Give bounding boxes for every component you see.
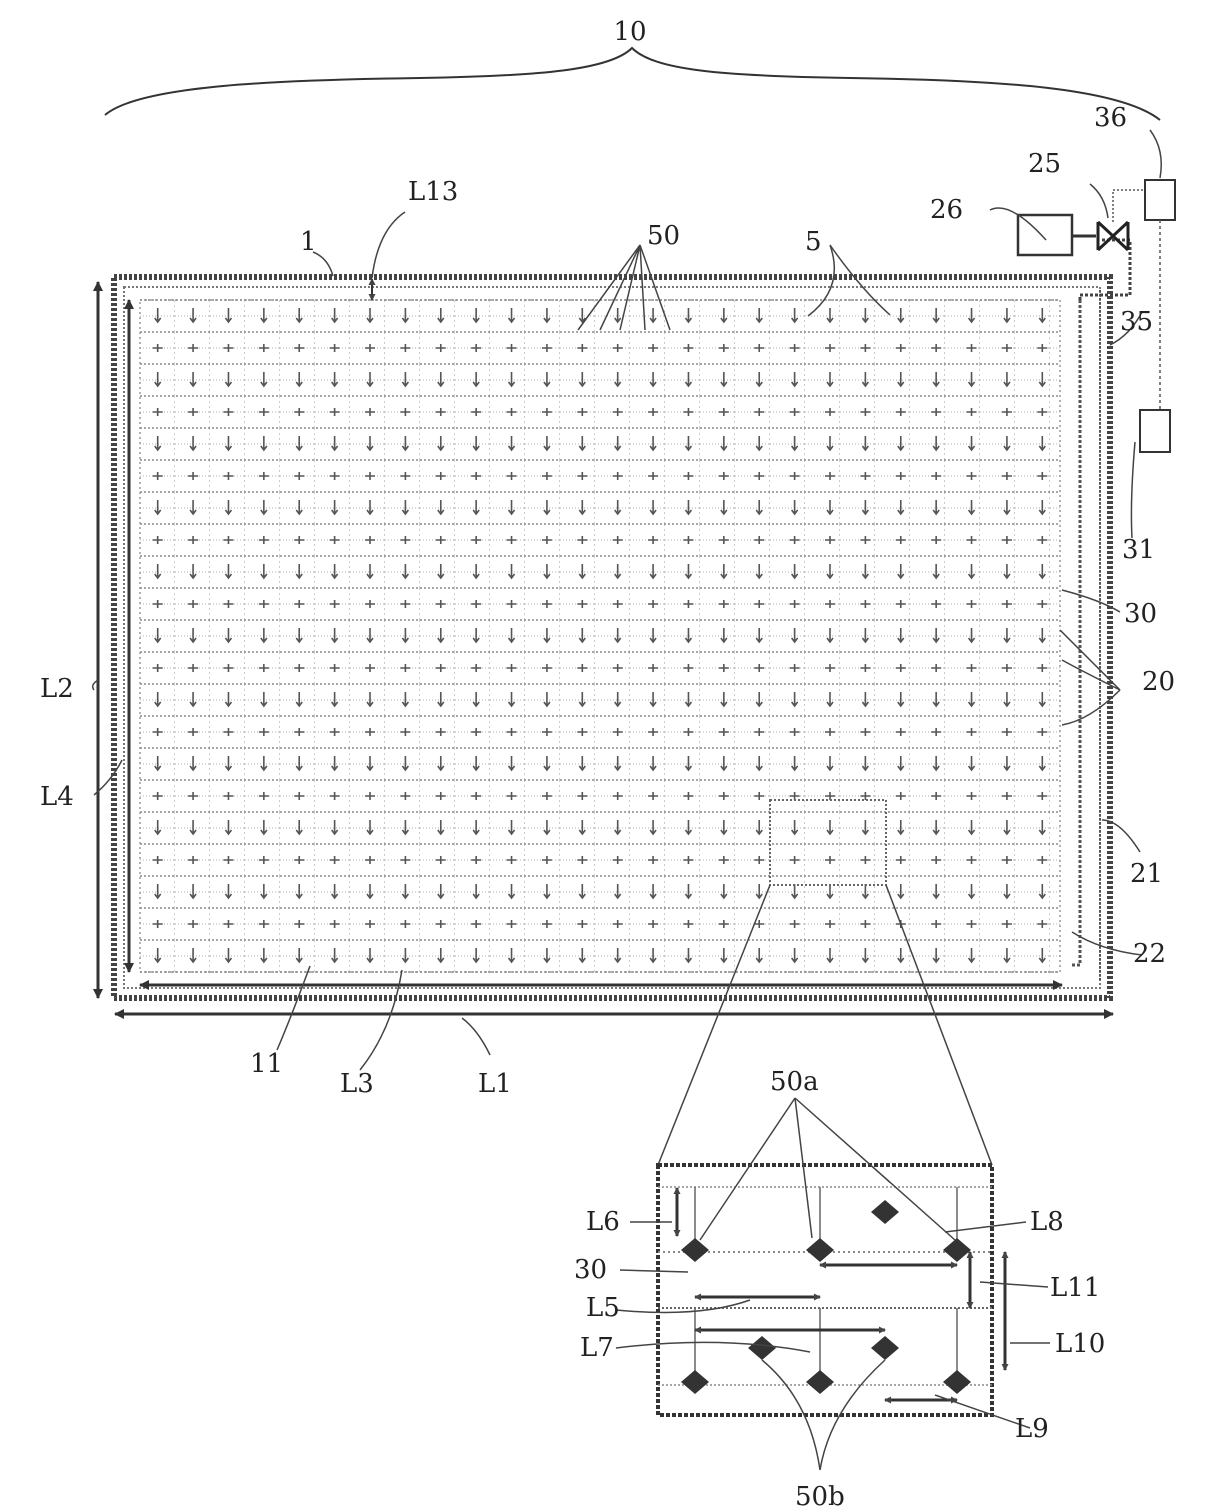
dim-L5-label: L5 xyxy=(586,1293,620,1323)
sensor-bottom-label: 31 xyxy=(1122,535,1155,565)
cell-label: 11 xyxy=(250,1049,283,1079)
side-channel-label: 21 xyxy=(1130,859,1163,889)
dim-L11-label: L11 xyxy=(1050,1273,1100,1303)
sensor-line-label: 35 xyxy=(1120,307,1153,337)
cell-grid xyxy=(140,300,1060,972)
detail-view xyxy=(616,1098,1050,1470)
cell-rows-label: 20 xyxy=(1142,667,1175,697)
valve-icon xyxy=(1098,222,1128,250)
inner-height-label: L4 xyxy=(40,782,74,812)
corner-channel-label: 22 xyxy=(1133,939,1166,969)
assembly-label: 10 xyxy=(613,17,646,47)
dim-L6-label: L6 xyxy=(586,1207,620,1237)
valve-label: 25 xyxy=(1028,149,1061,179)
assembly-brace xyxy=(105,48,1160,120)
sheet-label: 5 xyxy=(805,227,822,257)
lower-points-label: 50b xyxy=(795,1482,845,1512)
outer-width-label: L1 xyxy=(478,1069,512,1099)
detail-row-label: 30 xyxy=(574,1255,607,1285)
top-gap-label: L13 xyxy=(408,177,458,207)
inner-width-label: L3 xyxy=(340,1069,374,1099)
cell-row-label: 30 xyxy=(1124,599,1157,629)
dim-L10-label: L10 xyxy=(1055,1329,1105,1359)
supply-pipe xyxy=(1080,240,1130,300)
dim-L7-label: L7 xyxy=(580,1333,614,1363)
upper-points-label: 50a xyxy=(770,1067,819,1097)
outer-height-label: L2 xyxy=(40,674,74,704)
side-channel xyxy=(1072,300,1080,965)
sensor-top xyxy=(1145,180,1175,220)
pump-label: 26 xyxy=(930,195,963,225)
sensor-bottom xyxy=(1140,410,1170,452)
dim-L9-label: L9 xyxy=(1015,1414,1049,1444)
fluid-group-label: 50 xyxy=(647,221,680,251)
dim-L8-label: L8 xyxy=(1030,1207,1064,1237)
panel-label: 1 xyxy=(300,227,317,257)
sensor-top-label: 36 xyxy=(1094,103,1127,133)
